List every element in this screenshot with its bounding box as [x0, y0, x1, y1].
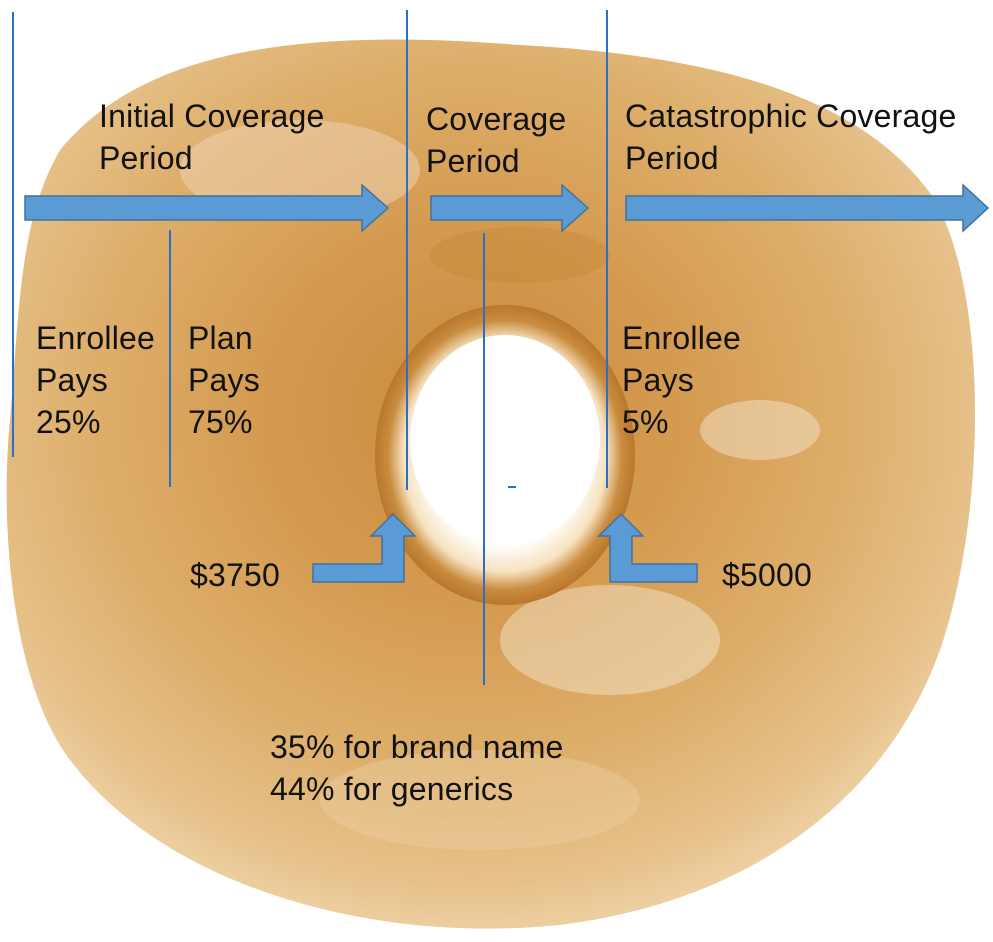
right-arrow-catastrophic: [626, 185, 988, 231]
period-heading-line: Initial Coverage: [99, 98, 325, 134]
right-arrow-initial: [25, 185, 388, 231]
period-heading-gap: Coverage Period: [426, 98, 566, 182]
gap-note-line: 35% for brand name: [270, 729, 564, 765]
share-line: 25%: [36, 404, 101, 440]
period-heading-line: Catastrophic Coverage: [625, 98, 956, 134]
share-line: Pays: [36, 362, 108, 398]
share-catastrophic-enrollee: Enrollee Pays 5%: [622, 317, 741, 443]
share-initial-plan: Plan Pays 75%: [188, 317, 260, 443]
period-heading-line: Coverage: [426, 101, 566, 137]
period-heading-line: Period: [426, 143, 520, 179]
threshold-5000: $5000: [722, 554, 812, 596]
threshold-3750: $3750: [190, 554, 280, 596]
period-heading-line: Period: [625, 140, 719, 176]
share-line: Pays: [622, 362, 694, 398]
share-line: 5%: [622, 404, 669, 440]
share-line: Enrollee: [36, 320, 155, 356]
share-initial-enrollee: Enrollee Pays 25%: [36, 317, 155, 443]
bent-arrow-3750: [313, 514, 415, 582]
share-line: Pays: [188, 362, 260, 398]
share-line: Plan: [188, 320, 253, 356]
gap-note-line: 44% for generics: [270, 771, 513, 807]
period-heading-catastrophic: Catastrophic Coverage Period: [625, 95, 956, 179]
gap-coinsurance-note: 35% for brand name 44% for generics: [270, 726, 564, 810]
right-arrow-gap: [431, 185, 588, 231]
share-line: 75%: [188, 404, 253, 440]
period-heading-line: Period: [99, 140, 193, 176]
share-line: Enrollee: [622, 320, 741, 356]
period-heading-initial: Initial Coverage Period: [99, 95, 325, 179]
bent-arrow-5000: [599, 514, 697, 582]
